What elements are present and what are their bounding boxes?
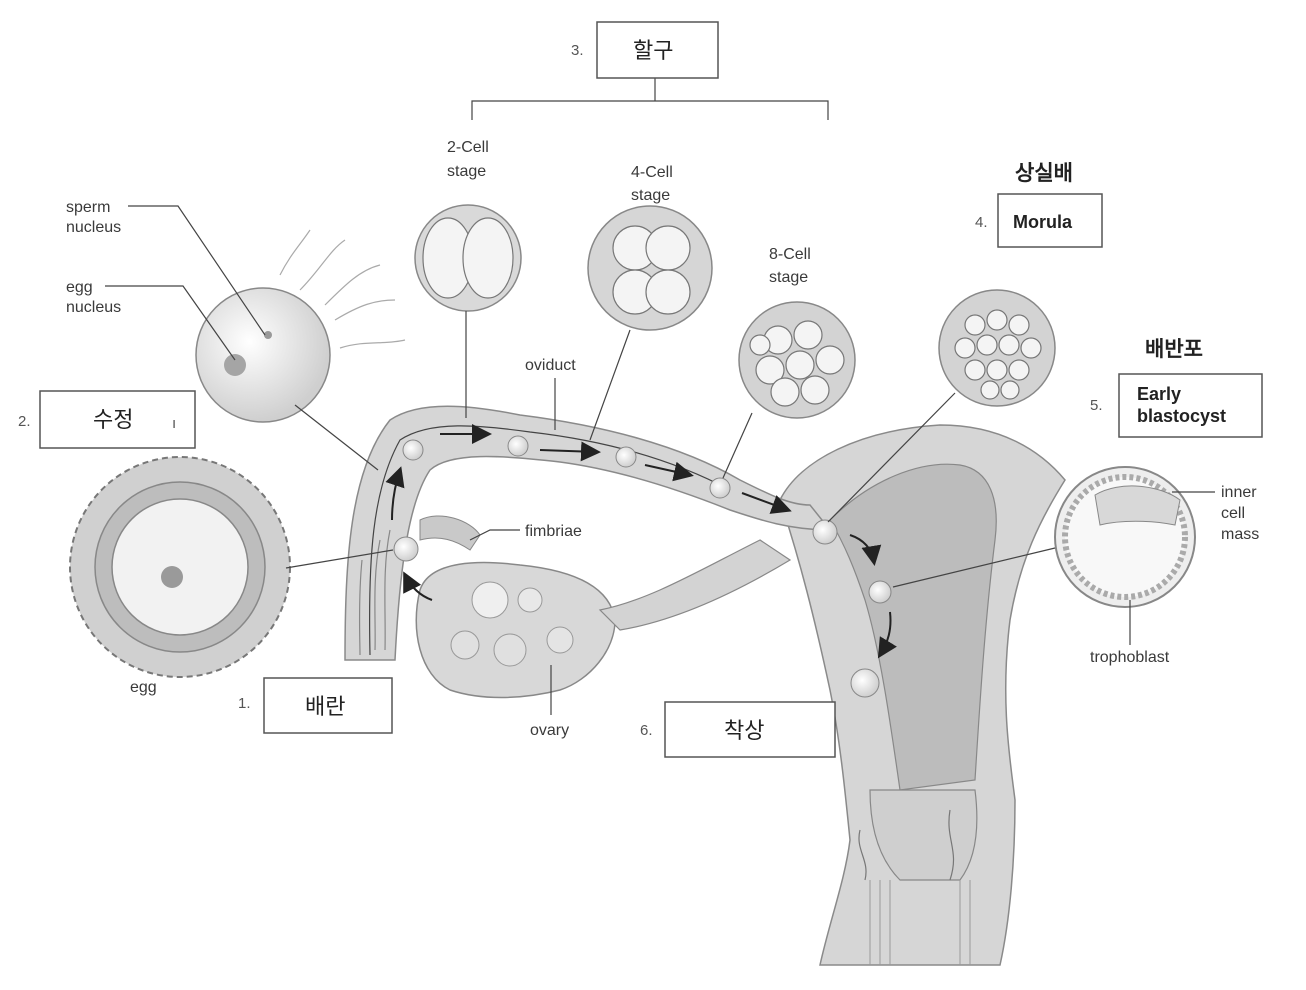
svg-text:할구: 할구 xyxy=(633,39,673,64)
sperm-nucleus-label: sperm nucleus xyxy=(66,199,121,236)
svg-text:배반포: 배반포 xyxy=(1145,337,1203,361)
svg-text:3.: 3. xyxy=(571,42,584,59)
svg-text:배란: 배란 xyxy=(305,695,345,720)
two-cell-stage-label: 2-Cell stage xyxy=(447,139,493,180)
answer-box-fertilization: 2. 수정 ı xyxy=(18,390,196,449)
answer-box-blastocyst: 배반포 5. Early blastocyst xyxy=(1090,337,1263,438)
fimbriae-label: fimbriae xyxy=(525,523,582,540)
svg-text:5.: 5. xyxy=(1090,397,1103,414)
ovary-label: ovary xyxy=(530,722,569,739)
leader-lines xyxy=(105,78,1215,715)
blastocyst-embryo xyxy=(1054,466,1196,608)
uterus-illustration xyxy=(779,424,1066,966)
answer-box-ovulation: 1. 배란 xyxy=(238,677,393,734)
svg-text:2.: 2. xyxy=(18,413,31,430)
eight-cell-embryo xyxy=(738,301,856,419)
svg-text:6.: 6. xyxy=(640,722,653,739)
four-cell-stage-label: 4-Cell stage xyxy=(631,164,677,204)
svg-text:Early blastocyst: Early blastocyst xyxy=(1137,384,1226,426)
egg-nucleus-label: egg nucleus xyxy=(66,279,121,316)
svg-text:수정: 수정 xyxy=(93,408,133,433)
answer-box-morula: 상실배 4. Morula xyxy=(975,161,1103,248)
oviduct-label: oviduct xyxy=(525,357,576,374)
oviduct-illustration xyxy=(344,405,832,661)
svg-text:ı: ı xyxy=(172,415,176,432)
inner-cell-mass-label: inner cell mass xyxy=(1221,484,1261,543)
eight-cell-stage-label: 8-Cell stage xyxy=(769,246,815,286)
egg-with-corona-illustration xyxy=(69,456,291,678)
answer-box-implantation: 6. 착상 xyxy=(640,701,836,758)
answer-box-cleavage: 3. 할구 xyxy=(571,21,719,79)
svg-text:1.: 1. xyxy=(238,695,251,712)
migration-arrows xyxy=(385,424,897,659)
two-cell-embryo xyxy=(414,204,522,312)
fertilized-egg-illustration xyxy=(195,229,406,423)
trophoblast-label: trophoblast xyxy=(1090,649,1170,666)
svg-text:착상: 착상 xyxy=(724,719,764,744)
ovary-illustration xyxy=(415,539,792,699)
morula-embryo xyxy=(938,289,1056,407)
svg-text:4.: 4. xyxy=(975,214,988,231)
tract-embryos xyxy=(393,435,892,698)
svg-text:상실배: 상실배 xyxy=(1015,161,1073,185)
egg-label: egg xyxy=(130,679,157,696)
svg-text:Morula: Morula xyxy=(1013,212,1073,232)
four-cell-embryo xyxy=(587,205,713,331)
